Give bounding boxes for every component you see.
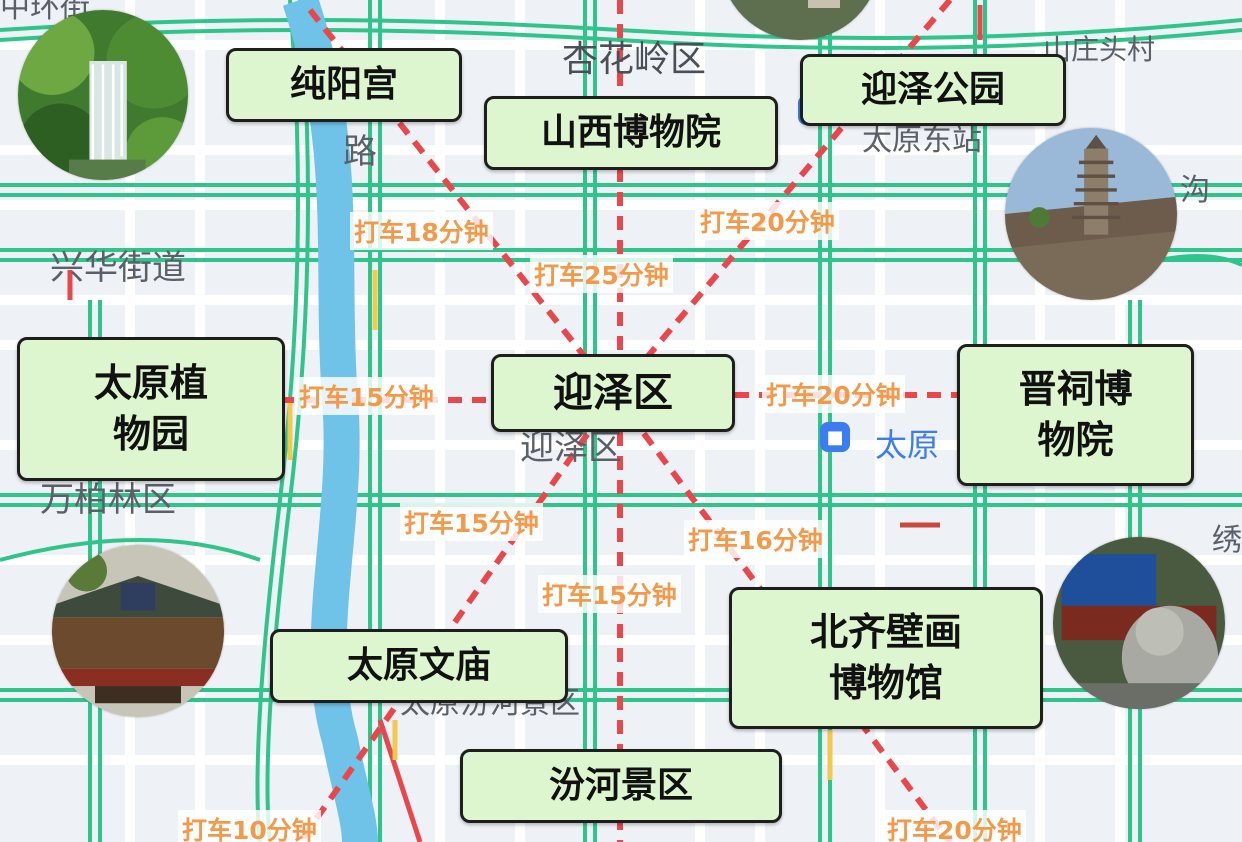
ride-time-to-yingze-park: 打车20分钟: [696, 202, 839, 240]
map-label-xinghua-street: 兴华街道: [50, 248, 186, 288]
train-station-icon[interactable]: ■: [820, 422, 850, 452]
ride-time-to-shanxi-museum: 打车25分钟: [530, 255, 673, 293]
map-label-taiyuan-station: 太原: [875, 426, 940, 464]
waterfall-image: [18, 10, 188, 180]
waterfall-photo: [18, 10, 188, 180]
pagoda-photo: [1005, 128, 1177, 300]
map-label-yingze: 迎泽区: [520, 428, 622, 468]
temple-image: [52, 545, 224, 717]
place-yingze-district[interactable]: 迎泽区: [491, 354, 735, 432]
place-jinci-museum[interactable]: 晋祠博 物院: [957, 344, 1194, 486]
ride-time-to-botanical: 打车15分钟: [295, 377, 438, 415]
temple-photo: [52, 545, 224, 717]
map-label-wanbailin: 万柏林区: [40, 480, 176, 520]
place-botanical-garden[interactable]: 太原植 物园: [17, 337, 285, 481]
map-label-lu: 路: [343, 132, 377, 172]
ride-time-bottom-left: 打车10分钟: [178, 810, 321, 842]
place-confucius-temple[interactable]: 太原文庙: [270, 629, 568, 703]
ride-time-to-chunyang: 打车18分钟: [350, 212, 493, 250]
ride-time-to-beiqi: 打车16分钟: [684, 520, 827, 558]
jinci-image: [1053, 537, 1225, 709]
map-label-xinghualing: 杏花岭区: [562, 39, 707, 80]
place-fenhe-scenic-area[interactable]: 汾河景区: [460, 749, 782, 823]
pagoda-image: [1005, 128, 1177, 300]
place-chunyang-palace[interactable]: 纯阳宫: [226, 48, 462, 122]
ride-time-to-fenhe: 打车15分钟: [538, 575, 681, 613]
place-yingze-park[interactable]: 迎泽公园: [800, 54, 1066, 126]
traffic-segments: [67, 5, 983, 842]
ride-time-to-jinci: 打车20分钟: [762, 375, 905, 413]
jinci-lion-photo: [1053, 537, 1225, 709]
map-label-xiu: 绣: [1212, 523, 1242, 558]
map-label-taiyuan-east: 太原东站: [862, 123, 982, 158]
map-label-gou: 沟: [1180, 173, 1210, 208]
place-beiqi-mural-museum[interactable]: 北齐壁画 博物馆: [729, 587, 1043, 729]
ride-time-bottom-right: 打车20分钟: [883, 810, 1026, 842]
ride-time-to-confucius: 打车15分钟: [400, 503, 543, 541]
place-shanxi-museum[interactable]: 山西博物院: [484, 96, 778, 170]
